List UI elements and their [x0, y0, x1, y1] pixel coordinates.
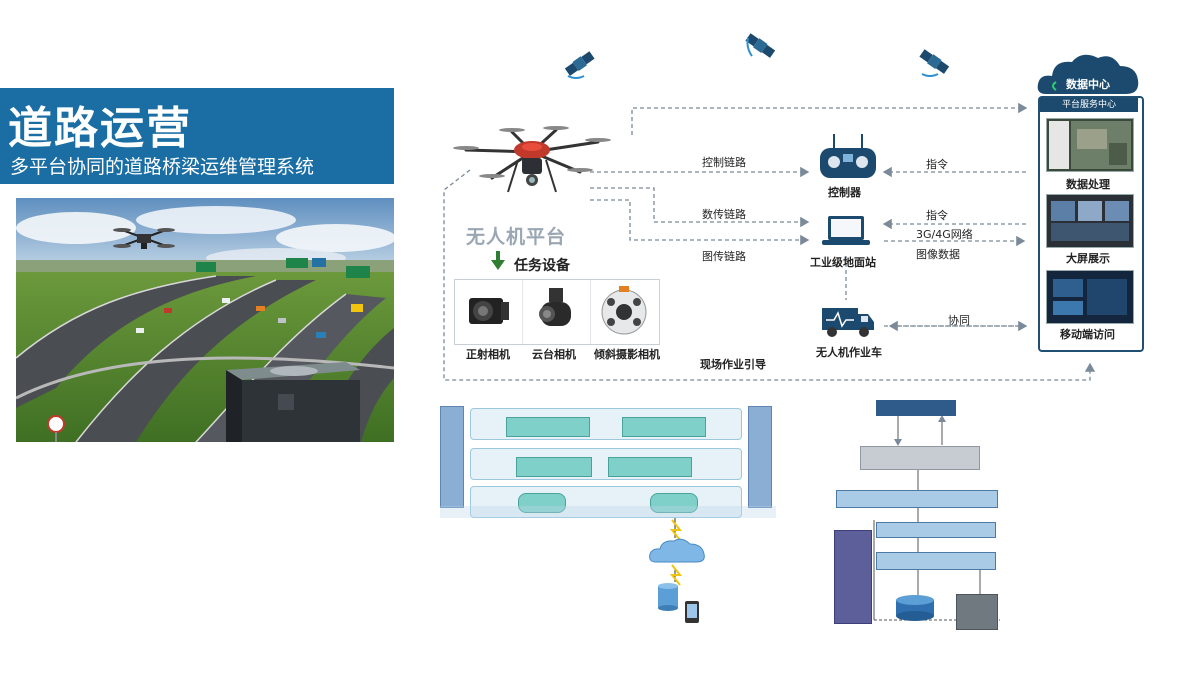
highway-photo — [16, 198, 394, 442]
gimbal-camera — [523, 280, 591, 344]
data-center-label: 数据中心 — [1066, 78, 1110, 91]
oblique-camera — [591, 280, 658, 344]
flow-service-node — [860, 446, 980, 470]
flow-layer-node — [836, 490, 998, 508]
arch-module — [608, 457, 692, 477]
control-link-label: 控制链路 — [702, 156, 746, 169]
arch-database — [650, 493, 698, 513]
arch-layer-middle — [470, 448, 742, 480]
field-guide-label: 现场作业引导 — [700, 358, 766, 371]
mobile-access-screen — [1046, 270, 1134, 324]
collab-label: 协同 — [948, 314, 970, 327]
cloud-icon — [1037, 54, 1139, 94]
data-processing-screenshot — [1047, 119, 1133, 171]
flow-layer-node — [876, 552, 996, 570]
satellite-icon — [745, 33, 776, 58]
big-screen-screenshot — [1047, 195, 1133, 247]
oblique-camera-label: 倾斜摄影相机 — [594, 348, 660, 361]
mobile-access-label: 移动端访问 — [1060, 328, 1115, 341]
ortho-camera — [455, 280, 523, 344]
mobile-device-icon — [685, 601, 699, 623]
flow-file-block — [956, 594, 998, 630]
big-screen-label: 大屏展示 — [1066, 252, 1110, 265]
drone-icon — [453, 126, 611, 193]
flow-side-block — [834, 530, 872, 624]
highway-drone-image — [16, 198, 394, 442]
database-icon — [658, 583, 678, 611]
arch-module — [506, 417, 590, 437]
mobile-access-screenshot — [1047, 271, 1133, 323]
oblique-camera-icon — [601, 286, 647, 335]
image-data-label: 图像数据 — [916, 248, 960, 261]
network-label: 3G/4G网络 — [916, 228, 973, 241]
right-side-bar — [748, 406, 772, 508]
vehicle-icon — [822, 308, 874, 337]
gimbal-camera-label: 云台相机 — [532, 348, 576, 361]
arch-database — [518, 493, 566, 513]
camera-panel — [454, 279, 660, 345]
watermark-band — [440, 506, 776, 518]
gimbal-camera-icon — [539, 288, 571, 326]
satellite-icon — [564, 51, 595, 79]
title-banner: 道路运营 多平台协同的道路桥梁运维管理系统 — [0, 88, 394, 184]
command-label: 指令 — [926, 158, 948, 171]
ortho-camera-icon — [469, 298, 509, 324]
big-screen-display — [1046, 194, 1134, 248]
page-subtitle: 多平台协同的道路桥梁运维管理系统 — [10, 156, 315, 178]
ortho-camera-label: 正射相机 — [466, 348, 510, 361]
data-link-label: 数传链路 — [702, 208, 746, 221]
task-equipment-title: 任务设备 — [514, 258, 570, 274]
command-label-2: 指令 — [926, 209, 948, 222]
arch-module — [622, 417, 706, 437]
vehicle-label: 无人机作业车 — [816, 346, 882, 359]
image-link-label: 图传链路 — [702, 250, 746, 263]
arch-layer-bottom — [470, 486, 742, 518]
ground-station-label: 工业级地面站 — [810, 256, 876, 269]
controller-icon — [820, 134, 876, 178]
network-cloud-icon — [649, 538, 705, 563]
flow-database-icon — [896, 595, 934, 621]
data-processing-label: 数据处理 — [1066, 178, 1110, 191]
left-side-bar — [440, 406, 464, 508]
laptop-icon — [822, 216, 870, 245]
satellite-icon — [919, 49, 950, 77]
page-title: 道路运营 — [8, 103, 192, 154]
platform-service-header: 平台服务中心 — [1040, 98, 1138, 112]
data-processing-screen — [1046, 118, 1134, 172]
flow-top-node — [876, 400, 956, 416]
flow-layer-node — [876, 522, 996, 538]
uav-platform-title: 无人机平台 — [466, 226, 567, 248]
arch-module — [516, 457, 592, 477]
controller-label: 控制器 — [828, 186, 861, 199]
